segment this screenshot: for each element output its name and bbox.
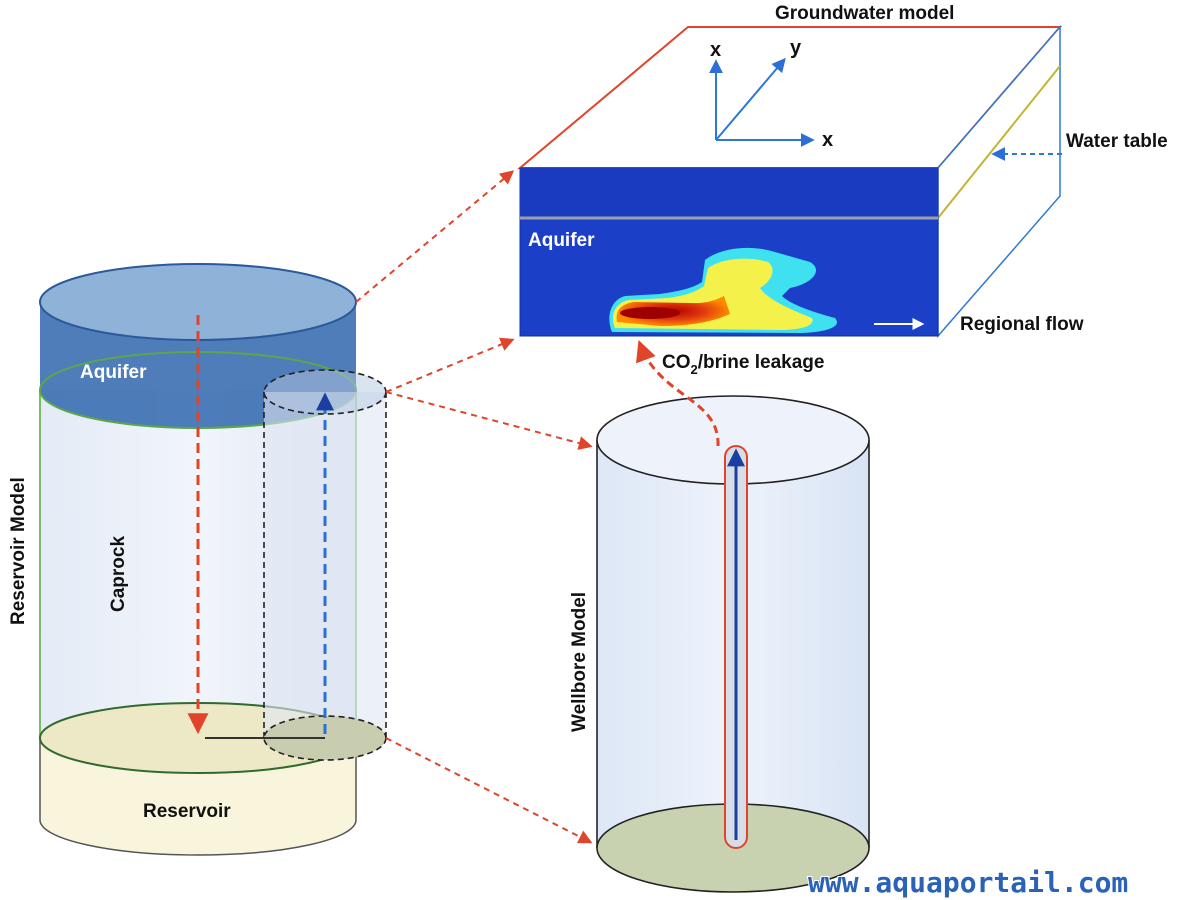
connector-aquifer-to-groundwater-top (355, 170, 515, 303)
reservoir-label: Reservoir (143, 801, 231, 822)
aquifer-top-ellipse (39, 263, 357, 341)
connector-to-wellbore-bottom (385, 737, 593, 844)
wellbore-model-label: Wellbore Model (569, 592, 590, 732)
groundwater-aquifer-label: Aquifer (528, 230, 595, 251)
water-table-side-line (937, 65, 1061, 219)
regional-flow-label: Regional flow (960, 314, 1084, 335)
watermark: www.aquaportail.com (808, 866, 1128, 899)
reservoir-aquifer-label: Aquifer (80, 362, 147, 383)
leakage-arrow (636, 340, 720, 447)
groundwater-model: x y x Groundwater model Aquifer Water ta… (517, 3, 1168, 339)
co2-plume (609, 247, 837, 333)
connector-to-wellbore-top (385, 391, 593, 450)
groundwater-model-title: Groundwater model (775, 3, 954, 24)
unsaturated-zone (520, 168, 938, 217)
axis-x-vertical-label: x (710, 39, 721, 61)
wellbore-model: Wellbore Model (569, 395, 870, 893)
axes-icon (709, 57, 815, 147)
connector-arrows (355, 170, 593, 844)
co2-brine-leakage-label: CO2/brine leakage (662, 352, 824, 377)
plume-hotspot (620, 307, 680, 319)
water-table-label: Water table (1066, 131, 1168, 152)
axis-x-horizontal-label: x (822, 129, 833, 151)
connector-aquifer-to-groundwater-bottom (385, 337, 515, 393)
caprock-label: Caprock (108, 536, 129, 612)
reservoir-model: Aquifer Caprock Reservoir Reservoir Mode… (8, 263, 387, 856)
axis-y-label: y (790, 37, 802, 59)
reservoir-model-label: Reservoir Model (8, 477, 29, 625)
